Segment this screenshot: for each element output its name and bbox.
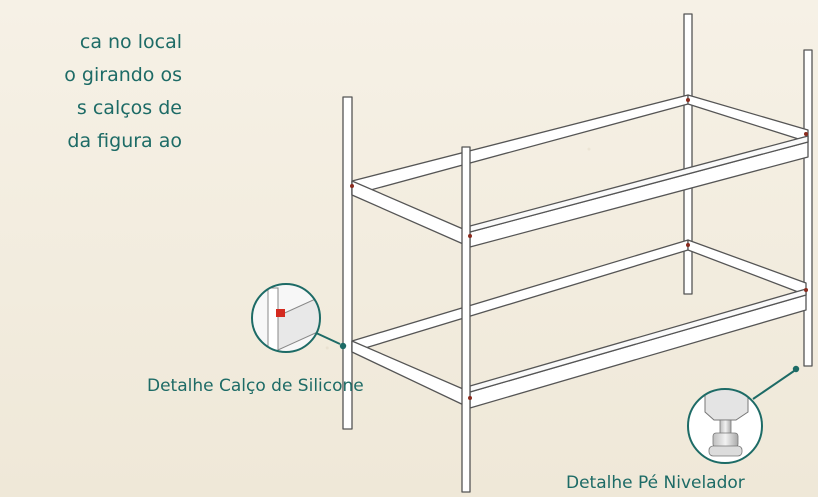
instruction-line-4: da figura ao bbox=[67, 130, 182, 152]
post-front-right bbox=[803, 49, 813, 367]
silicone-detail-callout bbox=[251, 283, 347, 353]
silicone-detail-label: Detalhe Calço de Silicone bbox=[147, 376, 364, 396]
joint-markers bbox=[350, 98, 808, 400]
post-front-left bbox=[461, 146, 471, 493]
silicone-pad bbox=[276, 309, 285, 317]
top-shelf bbox=[351, 94, 809, 248]
shelf-frame bbox=[342, 13, 813, 493]
instruction-text: ca no local o girando os s calços de da … bbox=[0, 26, 182, 158]
foot-detail-callout bbox=[687, 365, 800, 464]
bottom-shelf bbox=[351, 239, 807, 409]
instruction-line-2: o girando os bbox=[64, 64, 182, 86]
silicone-leader-line bbox=[313, 331, 341, 345]
instruction-line-3: s calços de bbox=[76, 97, 182, 119]
foot-detail-label: Detalhe Pé Nivelador bbox=[566, 473, 745, 493]
post-back-right bbox=[683, 13, 693, 295]
instruction-line-1: ca no local bbox=[79, 31, 182, 53]
foot-leader-line bbox=[752, 370, 795, 400]
